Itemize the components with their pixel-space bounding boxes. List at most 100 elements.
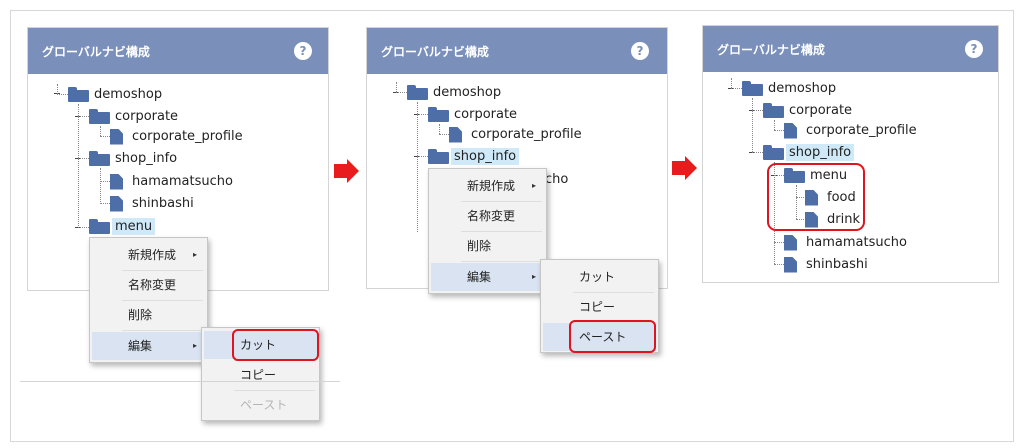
file-icon bbox=[784, 234, 797, 251]
menu-item-label: 名称変更 bbox=[467, 209, 516, 223]
edit-submenu: カット コピー ペースト bbox=[201, 327, 320, 421]
node-label: corporate bbox=[789, 103, 853, 118]
tree-line bbox=[774, 264, 784, 265]
tree-node-demoshop[interactable]: demoshop bbox=[68, 86, 165, 103]
file-icon bbox=[110, 195, 123, 212]
menu-item-label: コピー bbox=[240, 368, 277, 382]
tree-line bbox=[774, 242, 784, 243]
tree-line bbox=[396, 82, 397, 92]
folder-icon bbox=[428, 149, 449, 164]
menu-item-label: 編集 bbox=[467, 270, 492, 284]
menu-item-rename[interactable]: 名称変更 bbox=[431, 202, 544, 230]
menu-item-label: 編集 bbox=[128, 339, 153, 353]
divider-line bbox=[20, 381, 340, 382]
menu-item-cut[interactable]: カット bbox=[204, 331, 317, 359]
node-label: demoshop bbox=[433, 85, 502, 100]
panel-header: グローバルナビ構成 ? bbox=[28, 28, 328, 74]
menu-item-delete[interactable]: 削除 bbox=[92, 301, 205, 329]
folder-icon bbox=[89, 109, 110, 124]
file-icon bbox=[784, 256, 797, 273]
step-arrow-head-icon bbox=[347, 159, 359, 183]
menu-item-label: 新規作成 bbox=[467, 179, 516, 193]
tree-node-hamamatsucho[interactable]: hamamatsucho bbox=[780, 234, 910, 251]
menu-item-paste[interactable]: ペースト bbox=[543, 323, 656, 351]
menu-item-label: 削除 bbox=[467, 239, 492, 253]
menu-item-label: ペースト bbox=[240, 398, 288, 412]
tree-line bbox=[439, 134, 449, 135]
tree-node-corporate[interactable]: corporate bbox=[428, 106, 520, 123]
panel-header: グローバルナビ構成 ? bbox=[703, 26, 998, 72]
tree-line bbox=[78, 116, 89, 117]
tree-line bbox=[774, 162, 775, 264]
menu-item-delete[interactable]: 削除 bbox=[431, 232, 544, 260]
tree-node-drink[interactable]: drink bbox=[801, 211, 863, 228]
menu-item-copy[interactable]: コピー bbox=[204, 361, 317, 389]
menu-item-rename[interactable]: 名称変更 bbox=[92, 271, 205, 299]
tree-line bbox=[100, 181, 110, 182]
node-label: shinbashi bbox=[132, 196, 194, 211]
tree-node-shop-info[interactable]: shop_info bbox=[763, 144, 855, 161]
file-icon bbox=[110, 128, 123, 145]
tree-line bbox=[57, 94, 68, 95]
tree-node-menu[interactable]: menu bbox=[89, 218, 156, 235]
menu-item-edit[interactable]: 編集 ▸ bbox=[92, 332, 205, 360]
node-label: hamamatsucho bbox=[132, 174, 233, 189]
node-label: corporate bbox=[454, 107, 518, 122]
node-label: drink bbox=[827, 212, 860, 227]
file-icon bbox=[449, 126, 462, 143]
tree-node-shinbashi[interactable]: shinbashi bbox=[780, 256, 871, 273]
edit-submenu: カット コピー ペースト bbox=[540, 259, 659, 353]
node-label: menu bbox=[112, 218, 156, 235]
folder-icon bbox=[407, 85, 428, 100]
submenu-arrow-icon: ▸ bbox=[192, 250, 197, 259]
tree-line bbox=[100, 136, 110, 137]
menu-item-cut[interactable]: カット bbox=[543, 263, 656, 291]
tree-line bbox=[796, 219, 806, 220]
file-icon bbox=[110, 173, 123, 190]
file-icon bbox=[805, 211, 818, 228]
folder-icon bbox=[763, 145, 784, 160]
tree-node-corporate[interactable]: corporate bbox=[763, 102, 855, 119]
menu-item-label: カット bbox=[240, 338, 277, 352]
folder-icon bbox=[428, 107, 449, 122]
menu-item-label: ペースト bbox=[579, 330, 627, 344]
tree-node-hamamatsucho-partial[interactable]: cho bbox=[542, 171, 571, 188]
node-label: shop_info bbox=[786, 144, 855, 161]
tree-line bbox=[100, 203, 110, 204]
tree-line bbox=[417, 102, 418, 232]
menu-item-new[interactable]: 新規作成 ▸ bbox=[92, 241, 205, 269]
menu-item-edit[interactable]: 編集 ▸ bbox=[431, 263, 544, 291]
help-icon[interactable]: ? bbox=[631, 42, 649, 60]
tree-node-corporate-profile[interactable]: corporate_profile bbox=[445, 126, 585, 143]
folder-icon bbox=[89, 151, 110, 166]
tree-node-shop-info[interactable]: shop_info bbox=[428, 148, 520, 165]
tree-line bbox=[774, 130, 784, 131]
folder-icon bbox=[89, 219, 110, 234]
tree-node-shop-info[interactable]: shop_info bbox=[89, 150, 180, 167]
help-icon[interactable]: ? bbox=[965, 40, 983, 58]
tree-node-hamamatsucho[interactable]: hamamatsucho bbox=[106, 173, 236, 190]
submenu-arrow-icon: ▸ bbox=[531, 181, 536, 190]
menu-item-new[interactable]: 新規作成 ▸ bbox=[431, 172, 544, 200]
menu-divider bbox=[573, 292, 654, 293]
highlight-box bbox=[767, 163, 865, 231]
tree-line bbox=[78, 104, 79, 228]
tree-node-corporate[interactable]: corporate bbox=[89, 108, 181, 125]
node-label: shinbashi bbox=[806, 257, 868, 272]
tree-node-food[interactable]: food bbox=[801, 189, 859, 206]
tree-node-demoshop[interactable]: demoshop bbox=[742, 80, 839, 97]
tree-node-corporate-profile[interactable]: corporate_profile bbox=[106, 128, 246, 145]
tree-line bbox=[100, 168, 101, 204]
menu-item-copy[interactable]: コピー bbox=[543, 293, 656, 321]
node-label: shop_info bbox=[115, 151, 178, 166]
tree-line bbox=[78, 158, 89, 159]
menu-item-paste: ペースト bbox=[204, 391, 317, 419]
folder-icon bbox=[763, 103, 784, 118]
tree-node-shinbashi[interactable]: shinbashi bbox=[106, 195, 197, 212]
tree-node-corporate-profile[interactable]: corporate_profile bbox=[780, 122, 920, 139]
tree-line bbox=[100, 126, 101, 136]
help-icon[interactable]: ? bbox=[294, 42, 312, 60]
folder-icon bbox=[784, 168, 805, 183]
tree-node-menu[interactable]: menu bbox=[784, 167, 850, 184]
tree-node-demoshop[interactable]: demoshop bbox=[407, 84, 504, 101]
